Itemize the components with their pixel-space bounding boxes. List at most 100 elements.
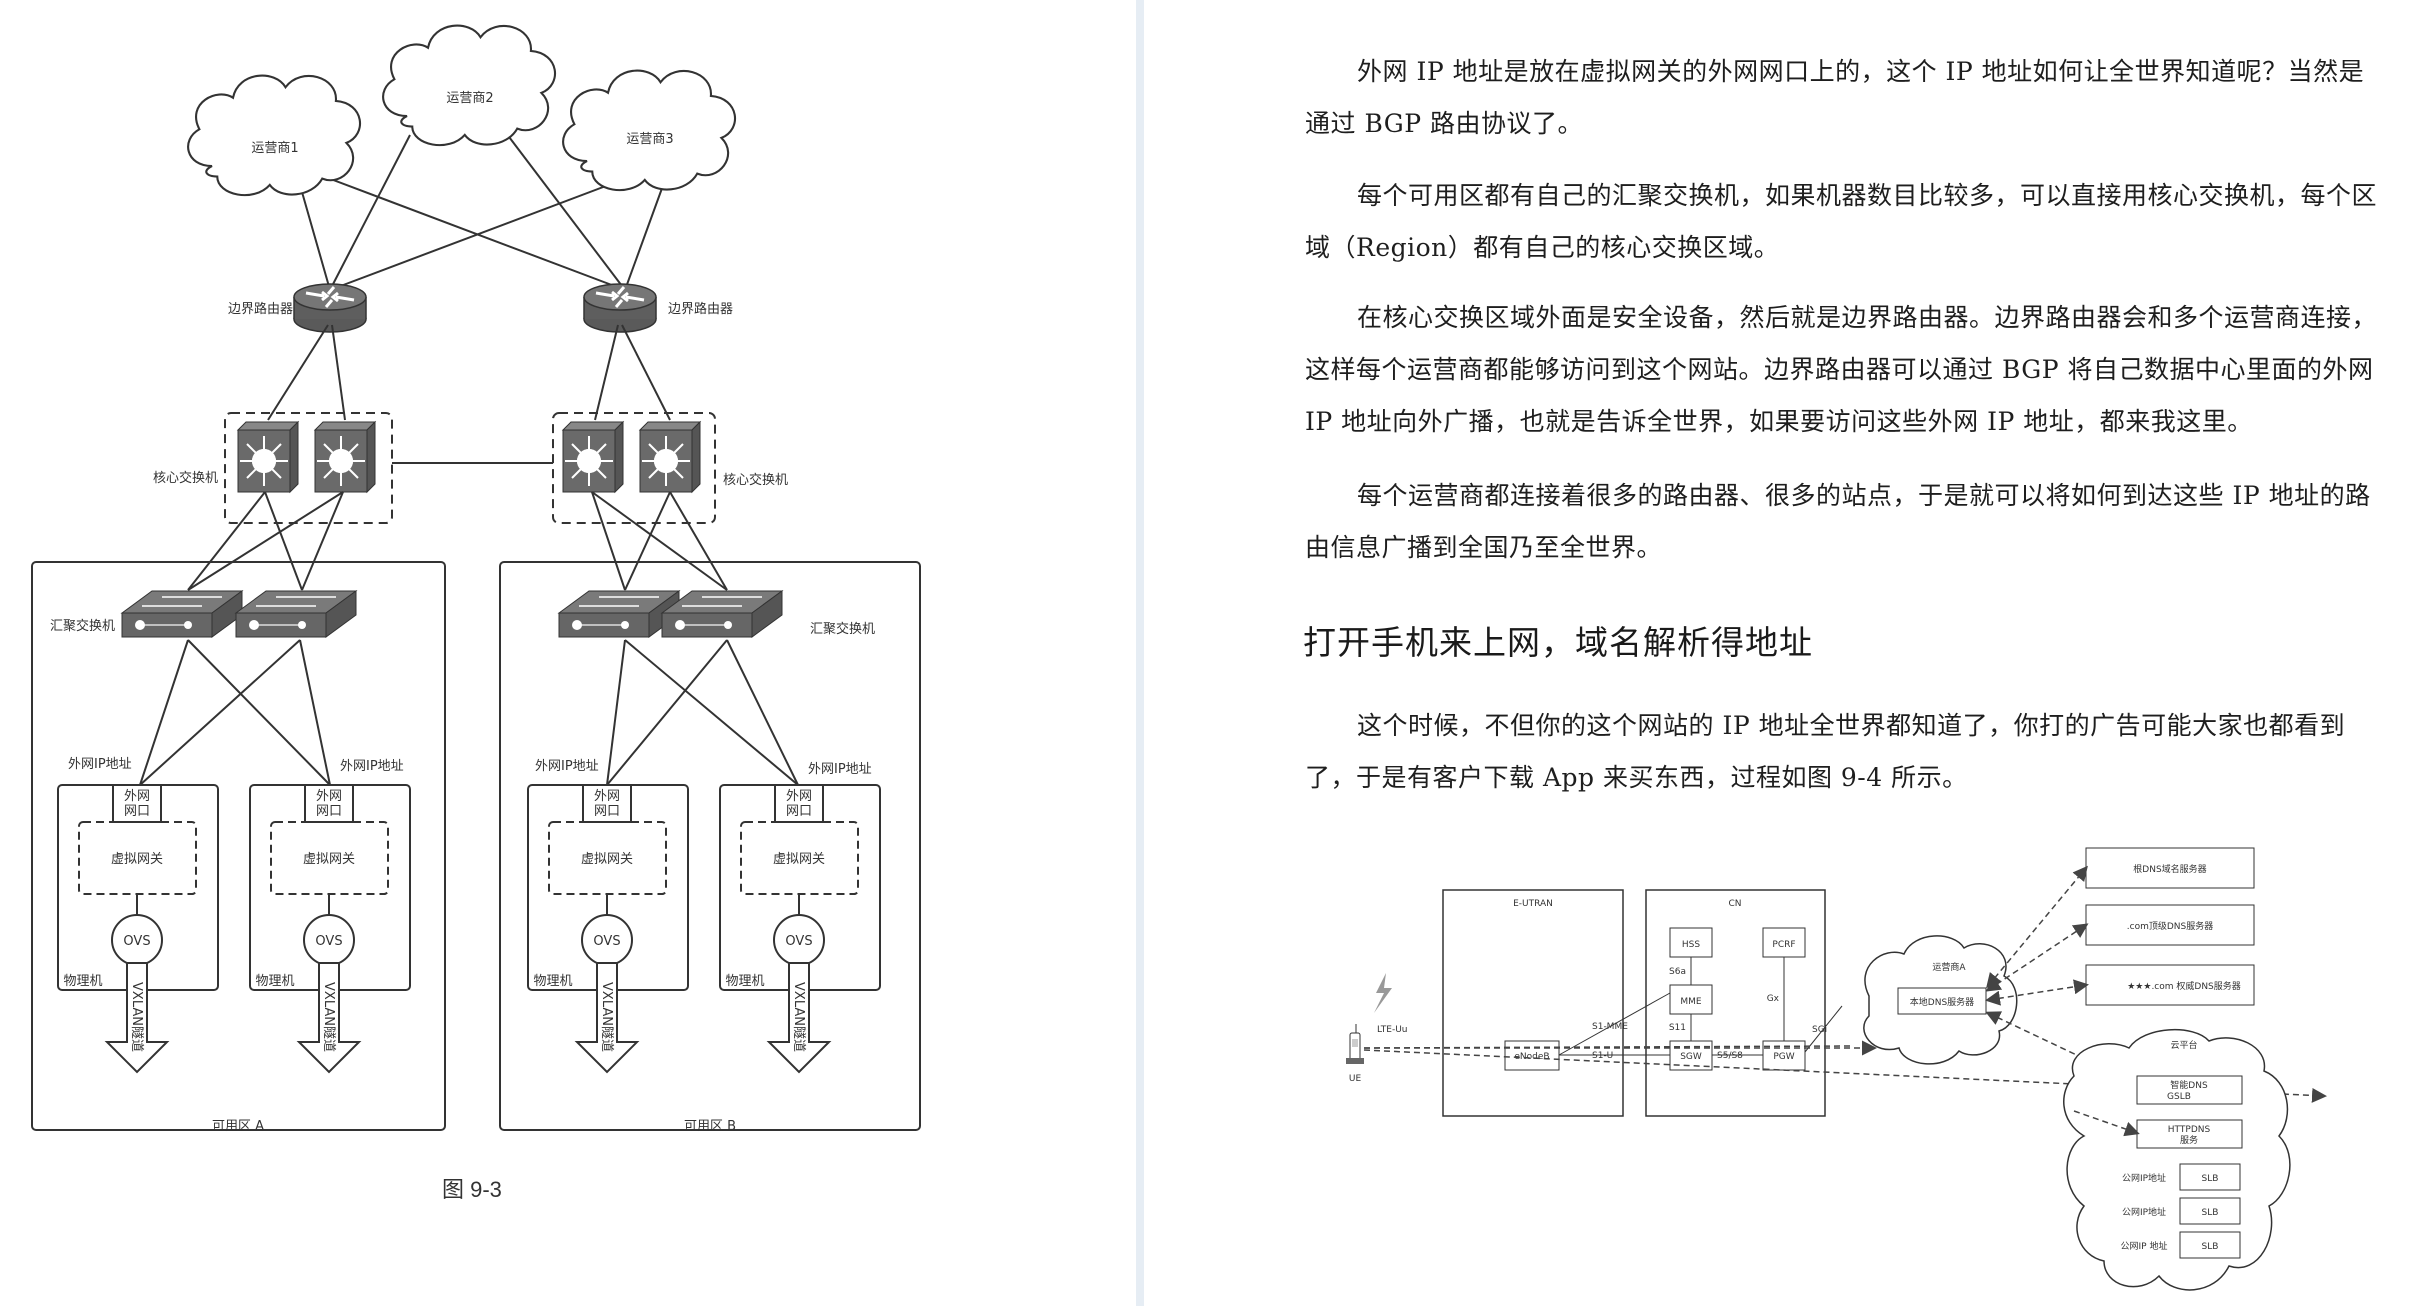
public-port-label: 外网	[594, 789, 620, 804]
public-ip-label: 外网IP地址	[808, 762, 872, 777]
ue-phone-icon	[1346, 1024, 1364, 1064]
com-tld-dns-label: .com顶级DNS服务器	[2127, 920, 2213, 932]
ovs-label: OVS	[315, 934, 342, 949]
s1-u-label: S1-U	[1592, 1051, 1613, 1061]
aggregation-switch-icon	[558, 590, 680, 638]
pcrf-label: PCRF	[1772, 940, 1795, 950]
carrier-links	[299, 124, 666, 291]
page-divider	[1136, 0, 1144, 1306]
carrier-cloud-3	[562, 69, 737, 192]
public-port-label: 网口	[316, 804, 342, 819]
core-switch-label-a: 核心交换机	[153, 470, 218, 486]
public-port-label: 网口	[594, 804, 620, 819]
s5-s8-label: S5/S8	[1717, 1051, 1743, 1061]
e-utran-box	[1442, 889, 1624, 1117]
s11-label: S11	[1669, 1023, 1686, 1033]
sgw-label: SGW	[1680, 1052, 1702, 1062]
physical-machine-label: 物理机	[63, 974, 102, 989]
availability-zone-a	[31, 561, 446, 1131]
public-port-label: 外网	[786, 789, 812, 804]
public-port-label: 外网	[124, 789, 150, 804]
virtual-gateway-label: 虚拟网关	[773, 852, 825, 867]
e-utran-label: E-UTRAN	[1513, 899, 1553, 909]
root-dns-box	[2085, 847, 2255, 889]
public-port-label: 网口	[124, 804, 150, 819]
ue-label: UE	[1349, 1074, 1362, 1084]
aggregation-switch-label-b: 汇聚交换机	[810, 621, 875, 637]
auth-dns-box	[2085, 964, 2255, 1006]
aggregation-switch-label-a: 汇聚交换机	[50, 618, 115, 634]
virtual-gateway-label: 虚拟网关	[303, 852, 355, 867]
lightning-icon	[1374, 973, 1392, 1013]
vxlan-tunnel-label: VXLAN隧道	[321, 982, 337, 1052]
ovs-label: OVS	[785, 934, 812, 949]
vxlan-tunnel-label: VXLAN隧道	[791, 982, 807, 1052]
core-switch-label-b: 核心交换机	[723, 472, 788, 488]
border-router-label-b: 边界路由器	[668, 301, 733, 317]
local-dns-label: 本地DNS服务器	[1910, 996, 1974, 1008]
smart-dns-label: 智能DNS	[2170, 1079, 2208, 1091]
slb-label: SLB	[2202, 1174, 2219, 1184]
s1-mme-label: S1-MME	[1592, 1022, 1628, 1032]
carrier-1-label: 运营商1	[251, 141, 298, 156]
zone-a-label: 可用区 A	[212, 1119, 264, 1134]
paragraph-3: 在核心交换区域外面是安全设备，然后就是边界路由器。边界路由器会和多个运营商连接，…	[1305, 303, 2378, 436]
core-switch-icon	[314, 421, 376, 493]
aggregation-switch-icon	[121, 590, 243, 638]
public-port-label: 外网	[316, 789, 342, 804]
zone-b-label: 可用区 B	[684, 1119, 736, 1134]
figure-9-3-network-diagram: 运营商1 运营商2 运营商3 边界路由器 边界路由器 核心交换机 核心交换机	[31, 24, 921, 1134]
public-ip-label: 公网IP地址	[2122, 1172, 2166, 1184]
carrier-2-label: 运营商2	[446, 91, 493, 106]
cn-label: CN	[1728, 899, 1741, 909]
pcrf-box	[1762, 927, 1806, 958]
virtual-gateway-label: 虚拟网关	[111, 852, 163, 867]
vxlan-tunnel-label: VXLAN隧道	[129, 982, 145, 1052]
core-switch-icon	[639, 421, 701, 493]
border-router-label-a: 边界路由器	[228, 301, 293, 317]
local-dns-box	[1897, 987, 1987, 1015]
border-router-icon	[292, 282, 368, 334]
vxlan-tunnel-label: VXLAN隧道	[599, 982, 615, 1052]
core-switch-group-a	[224, 412, 393, 524]
slb-row: 公网IP 地址 SLB	[2121, 1231, 2241, 1259]
virtual-gateway-label: 虚拟网关	[581, 852, 633, 867]
carrier-3-label: 运营商3	[626, 132, 673, 147]
cloud-platform-label: 云平台	[2170, 1039, 2197, 1051]
slb-label: SLB	[2202, 1242, 2219, 1252]
paragraph-1: 外网 IP 地址是放在虚拟网关的外网网口上的，这个 IP 地址如何让全世界知道呢…	[1305, 57, 2365, 138]
root-dns-label: 根DNS域名服务器	[2133, 863, 2206, 875]
aggregation-switch-icon	[661, 590, 783, 638]
physical-machine-label: 物理机	[533, 974, 572, 989]
s6a-label: S6a	[1669, 967, 1686, 977]
public-ip-label: 外网IP地址	[68, 757, 132, 772]
border-router-icon	[582, 282, 658, 334]
pgw-label: PGW	[1773, 1052, 1794, 1062]
physical-machine-label: 物理机	[725, 974, 764, 989]
gslb-label: GSLB	[2167, 1092, 2191, 1102]
gx-label: Gx	[1767, 994, 1780, 1004]
hss-box	[1669, 927, 1713, 958]
httpdns-box	[2136, 1119, 2243, 1149]
aggregation-switch-icon	[235, 590, 357, 638]
core-switch-icon	[237, 421, 299, 493]
carrier-cloud-1	[187, 74, 362, 197]
figure-9-4-dns-diagram: UE LTE-Uu E-UTRAN eNodeB CN HSS PCRF MME…	[1346, 847, 2327, 1291]
carrier-cloud-2	[382, 24, 557, 147]
smart-dns-box	[2136, 1075, 2243, 1105]
public-ip-label: 外网IP地址	[535, 759, 599, 774]
public-port-label: 网口	[786, 804, 812, 819]
ovs-label: OVS	[593, 934, 620, 949]
lte-uu-label: LTE-Uu	[1377, 1025, 1408, 1035]
slb-label: SLB	[2202, 1208, 2219, 1218]
public-ip-label: 公网IP 地址	[2121, 1240, 2168, 1252]
paragraph-5: 这个时候，不但你的这个网站的 IP 地址全世界都知道了，你打的广告可能大家也都看…	[1305, 711, 2346, 792]
physical-machine-label: 物理机	[255, 974, 294, 989]
sgi-label: SGi	[1812, 1025, 1827, 1035]
ovs-label: OVS	[123, 934, 150, 949]
